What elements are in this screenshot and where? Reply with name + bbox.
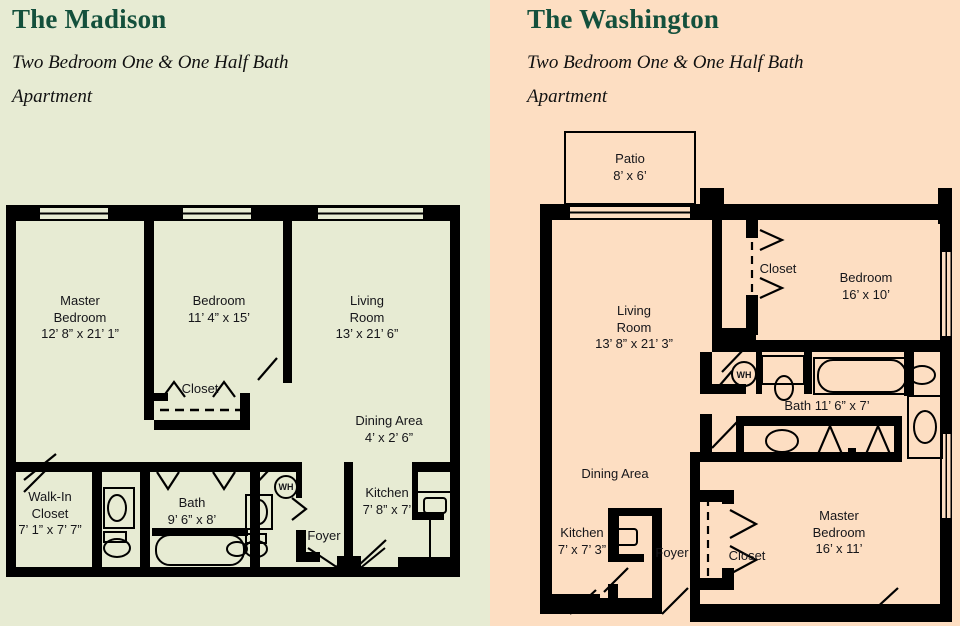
washington-bedroom-dims: 16’ x 10’: [842, 286, 890, 302]
washington-master-line1: Master: [819, 508, 859, 523]
washington-foyer-label: Foyer: [655, 545, 689, 560]
washington-panel: [490, 0, 960, 626]
madison-kitchen-name: Kitchen: [365, 485, 409, 500]
washington-patio-dims: 8’ x 6’: [613, 167, 647, 183]
madison-dining-area-name: Dining Area: [355, 413, 423, 428]
washington-kitchen-dims: 7’ x 7’ 3”: [557, 541, 607, 557]
madison-master-bedroom-label: Master Bedroom 12’ 8” x 21’ 1”: [41, 293, 119, 343]
washington-living-room-label: Living Room 13’ 8” x 21’ 3”: [595, 303, 673, 353]
madison-kitchen-label: Kitchen 7’ 8” x 7’: [363, 485, 412, 518]
madison-walkin-closet-label: Walk-In Closet 7’ 1” x 7’ 7”: [18, 489, 81, 539]
washington-closet-top-label: Closet: [759, 261, 797, 276]
washington-master-line2: Bedroom: [812, 524, 866, 540]
madison-bedroom-label: Bedroom 11’ 4” x 15’: [188, 293, 250, 326]
washington-bedroom-label: Bedroom 16’ x 10’: [840, 270, 893, 303]
washington-living-dims: 13’ 8” x 21’ 3”: [595, 336, 673, 352]
madison-living-room-line2: Room: [349, 309, 385, 325]
madison-bedroom-dims: 11’ 4” x 15’: [187, 309, 251, 325]
madison-bedroom-name: Bedroom: [192, 293, 246, 308]
washington-dining-area-label: Dining Area: [581, 466, 649, 481]
washington-patio-name: Patio: [615, 151, 645, 166]
washington-bath-label: Bath 11’ 6” x 7’: [784, 398, 870, 413]
madison-closet-label: Closet: [181, 381, 219, 396]
washington-kitchen-label: Kitchen 7’ x 7’ 3”: [558, 525, 606, 558]
madison-dining-area-dims: 4’ x 2’ 6”: [364, 429, 414, 445]
madison-subtitle-line2: Apartment: [12, 86, 93, 107]
washington-living-line2: Room: [616, 319, 652, 335]
madison-bath-label: Bath 9’ 6” x 8’: [168, 495, 217, 528]
washington-subtitle-line2: Apartment: [527, 86, 608, 107]
madison-walkin-line1: Walk-In: [28, 489, 72, 504]
madison-kitchen-dims: 7’ 8” x 7’: [362, 501, 412, 517]
madison-master-bedroom-line2: Bedroom: [53, 309, 107, 325]
madison-bath-dims: 9’ 6” x 8’: [167, 511, 217, 527]
madison-walkin-dims: 7’ 1” x 7’ 7”: [18, 522, 82, 538]
madison-bath-name: Bath: [178, 495, 206, 510]
washington-subtitle-line1: Two Bedroom One & One Half Bath: [527, 52, 804, 73]
madison-foyer-label: Foyer: [307, 528, 341, 543]
madison-living-room-line1: Living: [350, 293, 384, 308]
madison-living-room-dims: 13’ x 21’ 6”: [335, 326, 399, 342]
washington-master-bedroom-label: Master Bedroom 16’ x 11’: [813, 508, 866, 558]
madison-walkin-line2: Closet: [31, 505, 69, 521]
madison-living-room-label: Living Room 13’ x 21’ 6”: [336, 293, 399, 343]
washington-bedroom-name: Bedroom: [839, 270, 893, 285]
madison-water-heater-label: WH: [278, 482, 294, 492]
madison-master-bedroom-dims: 12’ 8” x 21’ 1”: [41, 326, 119, 342]
madison-subtitle-line1: Two Bedroom One & One Half Bath: [12, 52, 289, 73]
madison-dining-area-label: Dining Area 4’ x 2’ 6”: [355, 413, 422, 446]
washington-living-line1: Living: [617, 303, 651, 318]
madison-master-bedroom-line1: Master: [60, 293, 100, 308]
madison-title: The Madison: [12, 4, 167, 34]
washington-water-heater-label: WH: [736, 370, 752, 380]
washington-patio-label: Patio 8’ x 6’: [613, 151, 646, 184]
washington-master-dims: 16’ x 11’: [815, 541, 863, 557]
washington-kitchen-name: Kitchen: [560, 525, 604, 540]
washington-closet-master-label: Closet: [728, 548, 766, 563]
washington-title: The Washington: [527, 4, 720, 34]
